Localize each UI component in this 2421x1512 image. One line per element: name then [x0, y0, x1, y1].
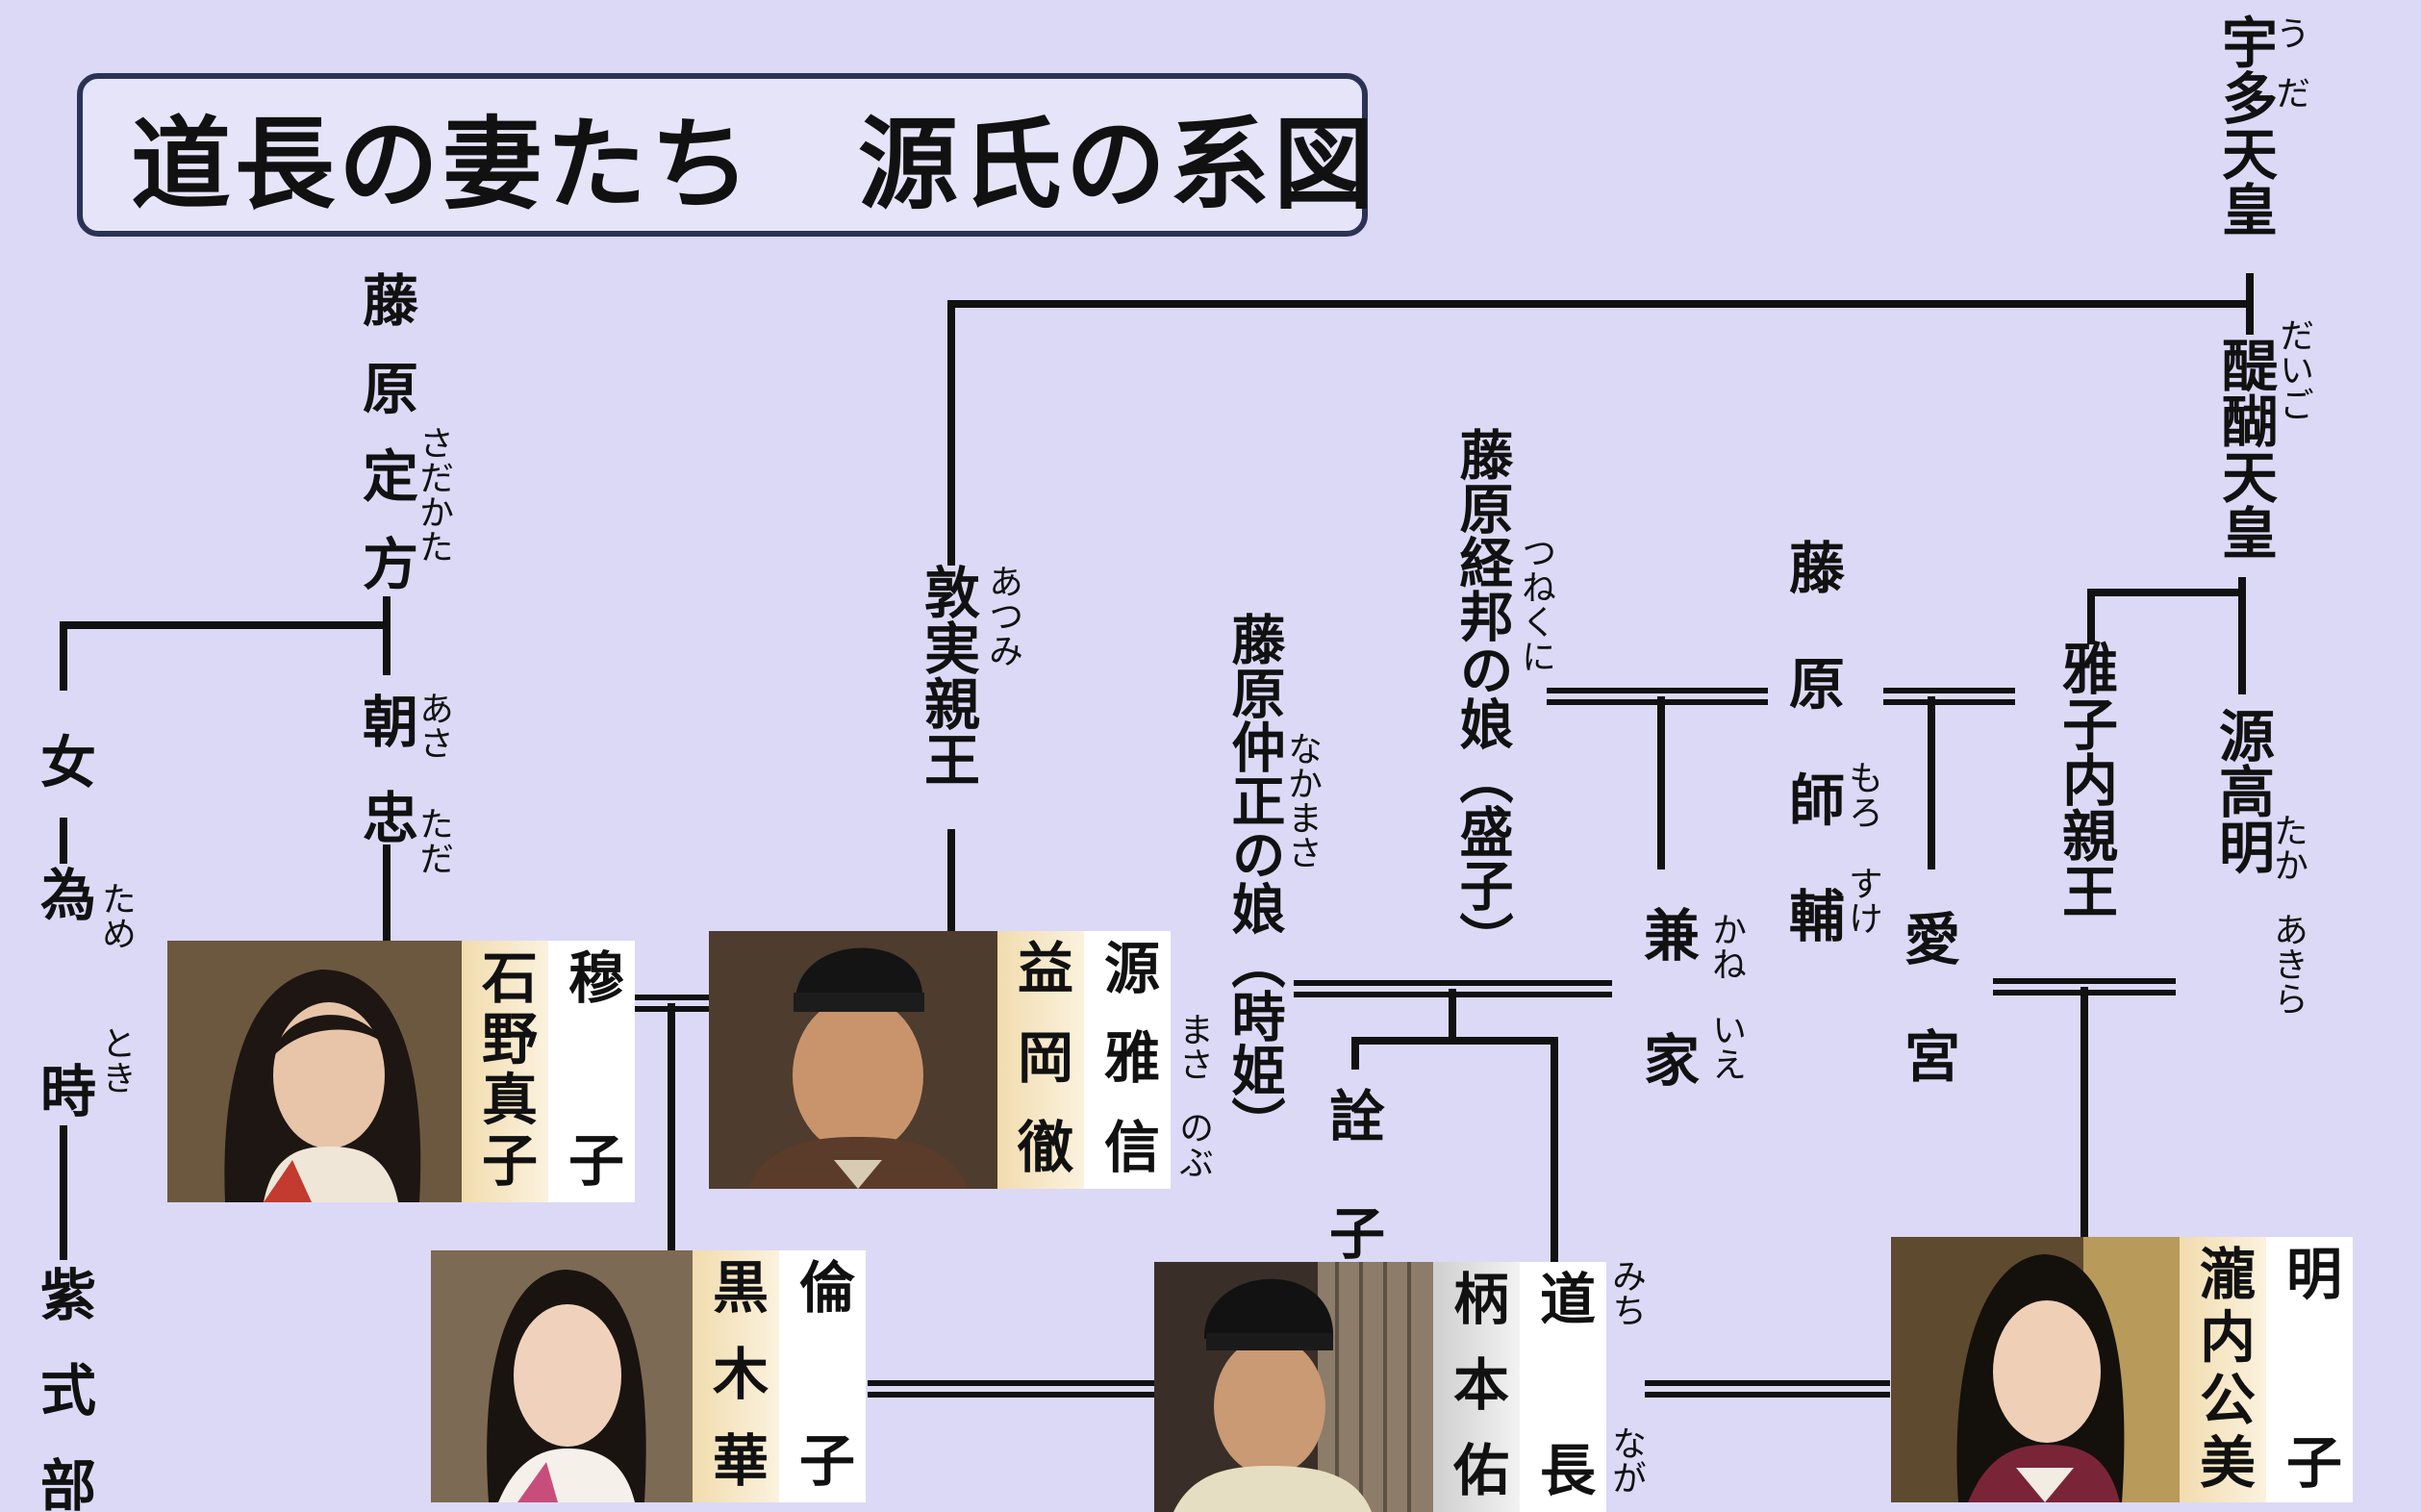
ruby-uda-da: だ — [2270, 75, 2309, 110]
ruby-morosuke-suke: すけ — [1843, 866, 1882, 935]
ruby-uda-u: う — [2270, 15, 2309, 50]
actor-label: 石野真子 — [462, 941, 548, 1202]
role-label: 道長 — [1520, 1262, 1606, 1512]
ruby-sadakata: さだかた — [414, 425, 453, 564]
ruby-daigo: だいご — [2274, 317, 2313, 421]
node-takaakira: 源高明 — [2209, 707, 2275, 874]
node-onna: 女 — [31, 733, 96, 789]
node-senshi: 詮子 — [1320, 1087, 1385, 1260]
node-asatada: 朝忠 — [353, 693, 418, 844]
ruby-masanobu-masa: まさ — [1173, 1012, 1213, 1081]
ruby-michinaga-naga: なが — [1606, 1425, 1646, 1495]
ruby-morosuke-moro: もろ — [1843, 760, 1882, 829]
node-aimiya: 愛宮 — [1895, 910, 1960, 1083]
role-label: 明子 — [2266, 1237, 2353, 1502]
card-rinshi-mother: 石野真子 穆子 — [167, 941, 635, 1202]
portrait-photo — [709, 931, 997, 1189]
ruby-masanobu-nobu: のぶ — [1173, 1110, 1213, 1179]
ruby-asatada-tada: ただ — [414, 806, 453, 875]
node-atsumi: 敦実親王 — [915, 564, 980, 787]
card-meishi: 瀧内公美 明子 — [1891, 1237, 2353, 1502]
node-kaneie: 兼家 — [1634, 906, 1700, 1087]
ruby-asatada-asa: あさ — [414, 691, 453, 760]
portrait-photo — [1891, 1237, 2180, 1502]
portrait-photo — [167, 941, 462, 1202]
actor-label: 瀧内公美 — [2180, 1237, 2266, 1502]
node-nakamasa-musume: 藤原仲正の娘（時姫） — [1223, 612, 1285, 1150]
ruby-takaakira-taka: たか — [2268, 813, 2308, 882]
node-uda: 宇多天皇 — [2212, 13, 2278, 237]
role-label: 倫子 — [779, 1250, 866, 1502]
node-masako: 雅子内親王 — [2053, 640, 2118, 919]
actor-label: 黒木華 — [693, 1250, 779, 1502]
ruby-tametoki-toki: とき — [96, 1025, 136, 1095]
role-label: 穆子 — [548, 941, 635, 1202]
ruby-takaakira-akira: あきら — [2268, 912, 2308, 1016]
node-murasaki: 紫式部 — [31, 1266, 96, 1512]
ruby-michinaga-michi: みち — [1606, 1258, 1646, 1327]
card-rinshi: 黒木華 倫子 — [431, 1250, 866, 1502]
ruby-tsunekuni: つねくに — [1516, 535, 1555, 673]
page-title: 道長の妻たち 源氏の系図 — [131, 104, 1378, 223]
node-tametoki: 為時 — [31, 866, 96, 1118]
portrait-photo — [431, 1250, 693, 1502]
ruby-kaneie-ie: いえ — [1706, 1012, 1746, 1081]
actor-label: 柄本佑 — [1433, 1262, 1520, 1512]
card-masanobu: 益岡徹 源雅信 — [709, 931, 1171, 1189]
node-tsunekuni-musume: 藤原経邦の娘（盛子） — [1450, 427, 1513, 966]
portrait-photo — [1154, 1262, 1433, 1512]
node-daigo: 醍醐天皇 — [2212, 337, 2278, 560]
node-morosuke: 藤原師輔 — [1779, 539, 1845, 943]
card-michinaga: 柄本佑 道長 — [1154, 1262, 1606, 1512]
node-sadakata: 藤原定方 — [353, 271, 418, 591]
ruby-atsumi: あつみ — [983, 564, 1022, 668]
ruby-nakamasa: なかまさ — [1282, 731, 1322, 869]
title-box: 道長の妻たち 源氏の系図 — [77, 73, 1374, 237]
ruby-kaneie-kane: かね — [1706, 912, 1746, 981]
actor-label: 益岡徹 — [997, 931, 1084, 1189]
role-label: 源雅信 — [1084, 931, 1171, 1189]
ruby-tametoki-tame: ため — [96, 881, 136, 950]
